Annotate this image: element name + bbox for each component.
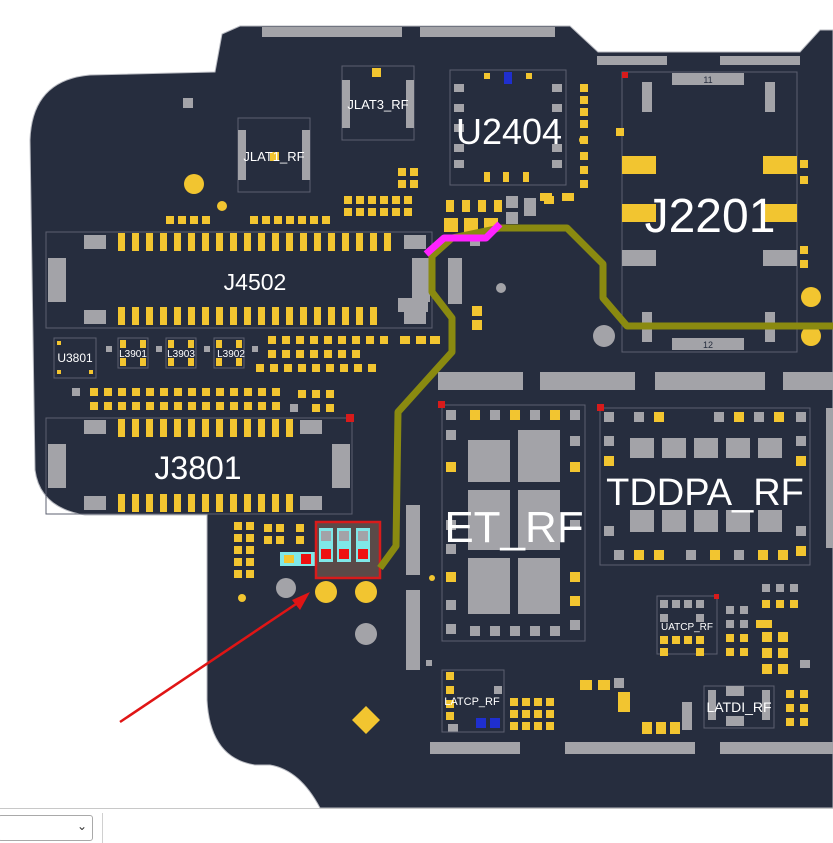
label-j4502: J4502	[224, 269, 287, 295]
layer-selector-dropdown[interactable]: ⌄	[0, 815, 93, 841]
label-pin-11: 11	[703, 75, 712, 85]
label-u2404: U2404	[456, 111, 562, 152]
edge-bars	[262, 27, 833, 754]
label-latdi-rf: LATDI_RF	[706, 699, 771, 715]
label-l3902: L3902	[217, 349, 245, 360]
label-latcp-rf: LATCP_RF	[444, 696, 500, 708]
component-j4502[interactable]	[45, 231, 433, 329]
label-u3801: U3801	[57, 351, 93, 365]
pad-cluster-bottom-left	[234, 505, 435, 734]
chevron-down-icon: ⌄	[76, 819, 87, 833]
toolbar-divider	[102, 813, 103, 843]
highlighted-test-points[interactable]	[314, 520, 382, 580]
label-et-rf: ET_RF	[444, 503, 583, 552]
pad-cluster-top	[166, 128, 821, 346]
pcb-board-view[interactable]: J2201 U2404 J4502 J3801 ET_RF TDDPA_RF J…	[0, 0, 833, 808]
label-j3801: J3801	[154, 450, 241, 486]
component-j3801[interactable]	[45, 414, 354, 515]
bottom-toolbar: ⌄	[0, 808, 833, 843]
label-l3903: L3903	[167, 349, 195, 360]
gray-pads-top	[448, 196, 615, 347]
component-jlat3-rf[interactable]	[341, 65, 415, 141]
component-jlat1-rf[interactable]	[183, 98, 311, 193]
pad-cluster-bottom-right	[441, 408, 833, 734]
label-j2201: J2201	[645, 190, 776, 243]
inductor-pads	[90, 306, 482, 412]
label-uatcp-rf: UATCP_RF	[661, 622, 713, 633]
red-arrow-annotation	[119, 592, 310, 724]
olive-trace	[377, 224, 833, 571]
label-jlat1-rf: JLAT1_RF	[243, 149, 304, 164]
gray-pads-mid	[72, 346, 298, 412]
label-jlat3-rf: JLAT3_RF	[347, 97, 408, 112]
component-u3801[interactable]	[53, 337, 97, 379]
label-l3901: L3901	[119, 349, 147, 360]
label-pin-12: 12	[703, 340, 713, 350]
label-tddpa-rf: TDDPA_RF	[606, 472, 804, 514]
magenta-trace	[423, 221, 503, 257]
component-et-rf[interactable]	[438, 401, 586, 642]
component-tddpa-rf[interactable]	[597, 404, 811, 566]
